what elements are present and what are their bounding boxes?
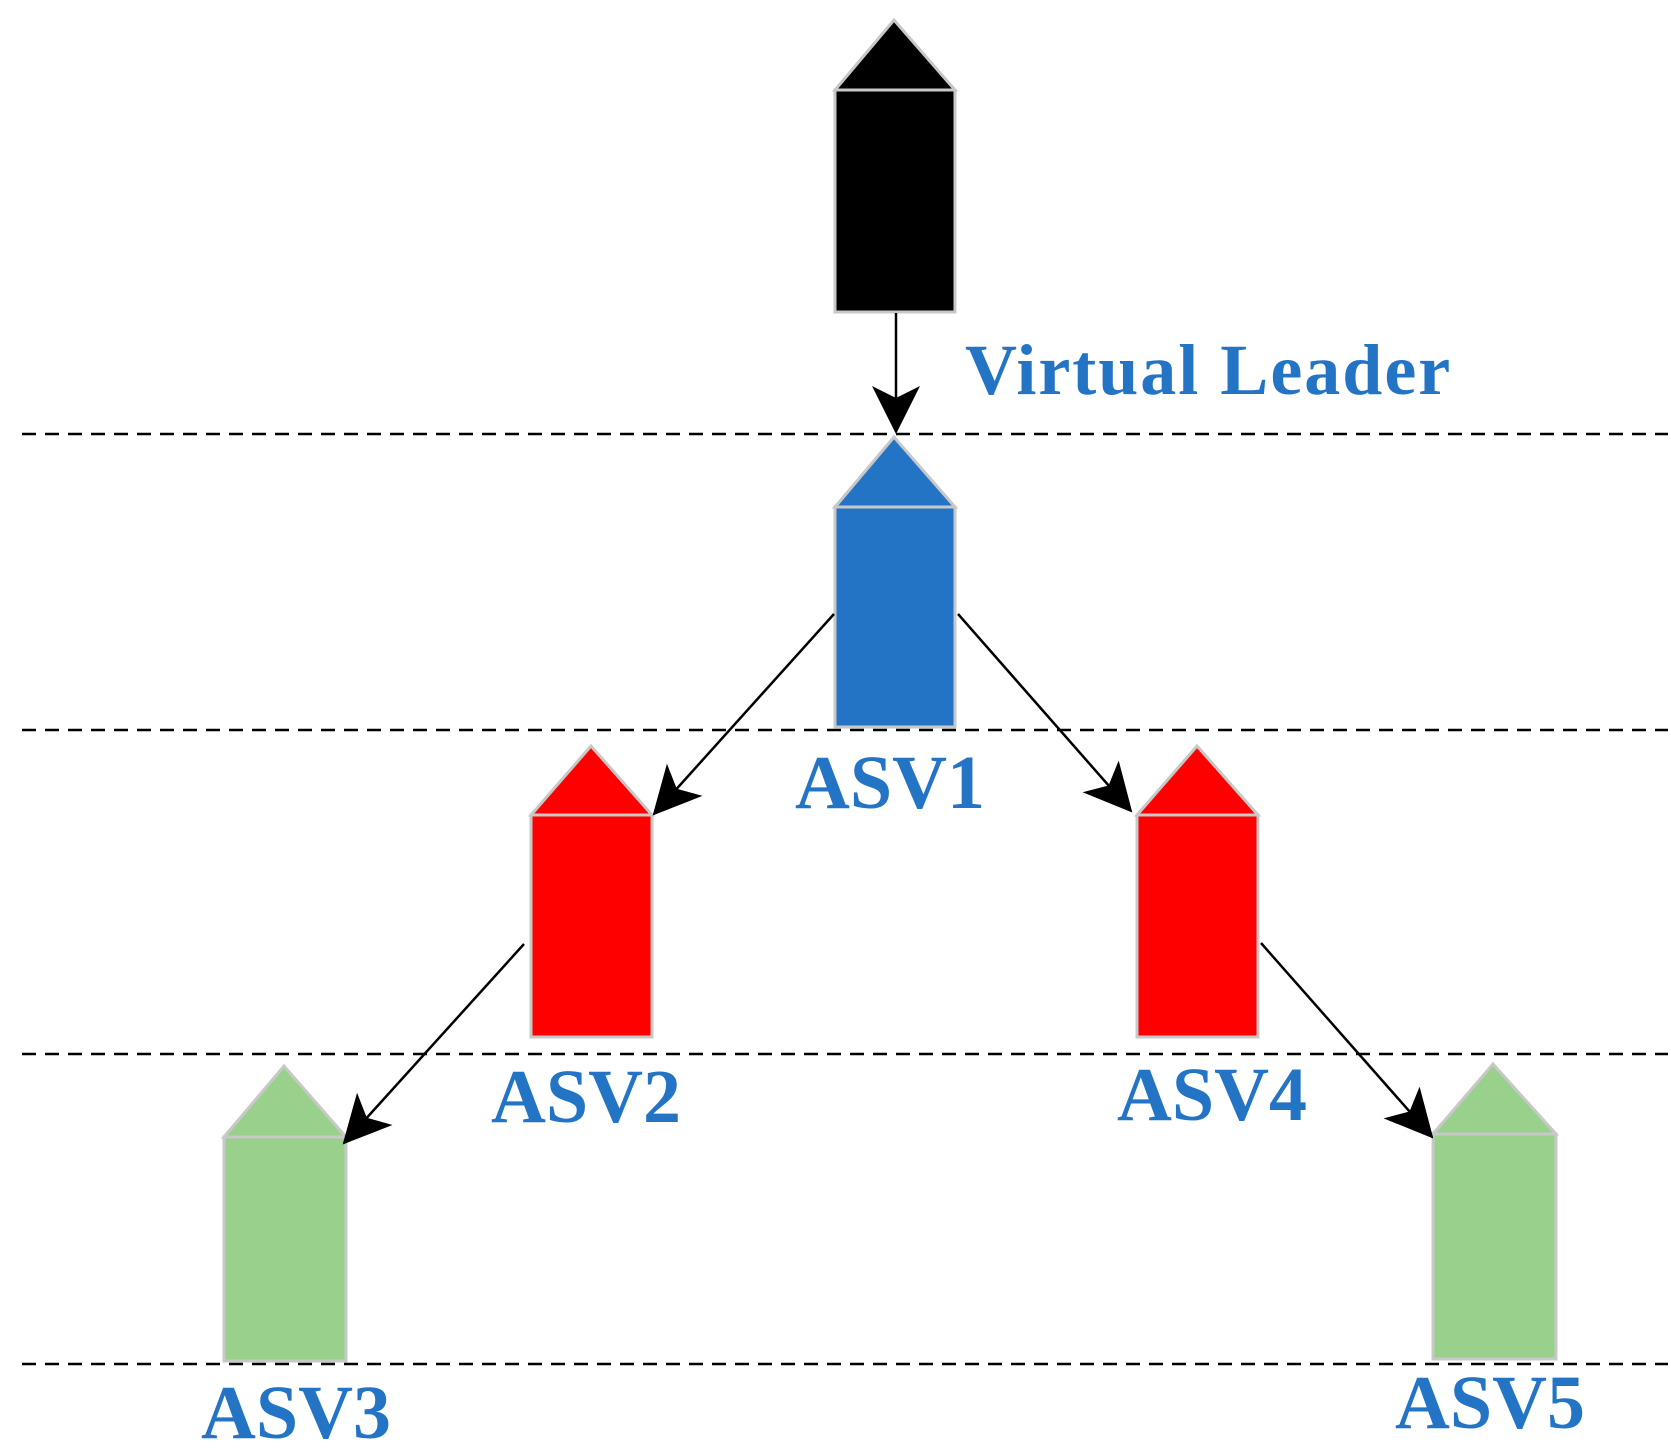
label-asv4: ASV4 [1117,1053,1307,1137]
boat-virtual-leader [831,17,959,314]
label-asv5: ASV5 [1395,1361,1585,1445]
boat-bow [831,434,959,509]
link-asv2-asv3 [342,943,525,1145]
links [342,313,1434,1145]
boat-asv4 [1133,743,1262,1039]
boat-bow [527,743,656,817]
boat-bow [1133,743,1262,817]
boat-hull [833,505,957,729]
label-virtual-leader: Virtual Leader [965,330,1452,410]
boat-hull [833,88,957,314]
boat-bow [1429,1061,1560,1136]
boat-asv3 [220,1063,350,1363]
boat-asv5 [1429,1061,1560,1361]
link-asv4-asv5 [1260,942,1434,1139]
labels: Virtual Leader ASV1 ASV2 ASV4 ASV3 ASV5 [201,330,1585,1451]
boat-hull [222,1135,348,1363]
boat-hull [529,813,654,1039]
boat-hull [1431,1132,1558,1361]
boat-asv2 [527,743,656,1039]
boat-asv1 [831,434,959,729]
boat-hull [1135,813,1260,1039]
label-asv2: ASV2 [491,1055,681,1139]
link-asv1-asv2 [652,613,835,816]
boat-bow [220,1063,350,1139]
boat-bow [831,17,959,92]
link-asv1-asv4 [957,613,1133,813]
label-asv3: ASV3 [201,1371,391,1451]
label-asv1: ASV1 [795,741,985,825]
